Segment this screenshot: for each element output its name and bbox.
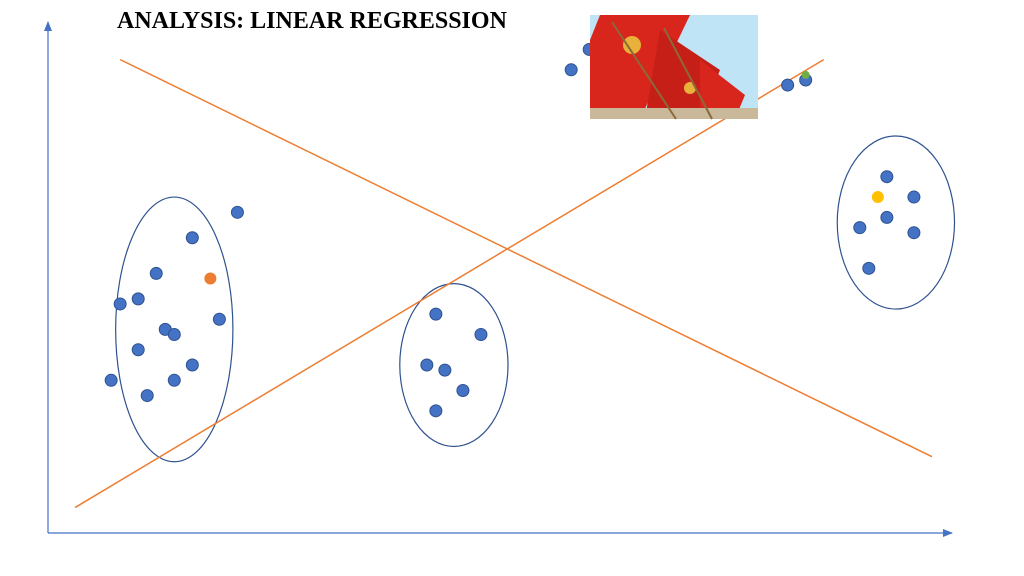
data-point-21	[564, 63, 578, 77]
data-point-19	[456, 383, 470, 397]
data-point-14	[204, 272, 217, 285]
regression-line-2	[119, 58, 933, 458]
data-point-23	[781, 78, 795, 92]
data-point-15	[429, 307, 443, 321]
data-point-12	[212, 312, 226, 326]
cluster-outline-1	[115, 196, 234, 463]
cluster-outline-3	[836, 135, 956, 310]
data-point-10	[131, 343, 145, 357]
data-point-16	[474, 327, 488, 341]
data-point-29	[907, 190, 921, 204]
data-point-28	[880, 210, 894, 224]
points-layer	[104, 42, 921, 418]
regression-line-1	[74, 58, 825, 509]
data-point-2	[149, 266, 163, 280]
data-point-4	[230, 205, 244, 219]
data-point-32	[871, 191, 884, 204]
data-point-31	[862, 261, 876, 275]
data-point-18	[438, 363, 452, 377]
data-point-27	[880, 170, 894, 184]
clusters-layer	[115, 135, 956, 463]
data-point-13	[185, 358, 199, 372]
data-point-20	[429, 404, 443, 418]
data-point-6	[113, 297, 127, 311]
slide-title: ANALYSIS: LINEAR REGRESSION	[117, 8, 507, 34]
regression-lines-layer	[74, 58, 933, 509]
data-point-1	[131, 292, 145, 306]
cluster-outline-2	[399, 282, 509, 448]
data-point-7	[140, 389, 154, 403]
data-point-11	[167, 327, 181, 341]
flag-photo-icon	[590, 15, 758, 120]
data-point-26	[853, 221, 867, 235]
data-point-3	[185, 231, 199, 245]
data-point-5	[104, 373, 118, 387]
data-point-17	[420, 358, 434, 372]
data-point-8	[167, 373, 181, 387]
data-point-30	[907, 226, 921, 240]
data-point-25	[801, 70, 810, 79]
